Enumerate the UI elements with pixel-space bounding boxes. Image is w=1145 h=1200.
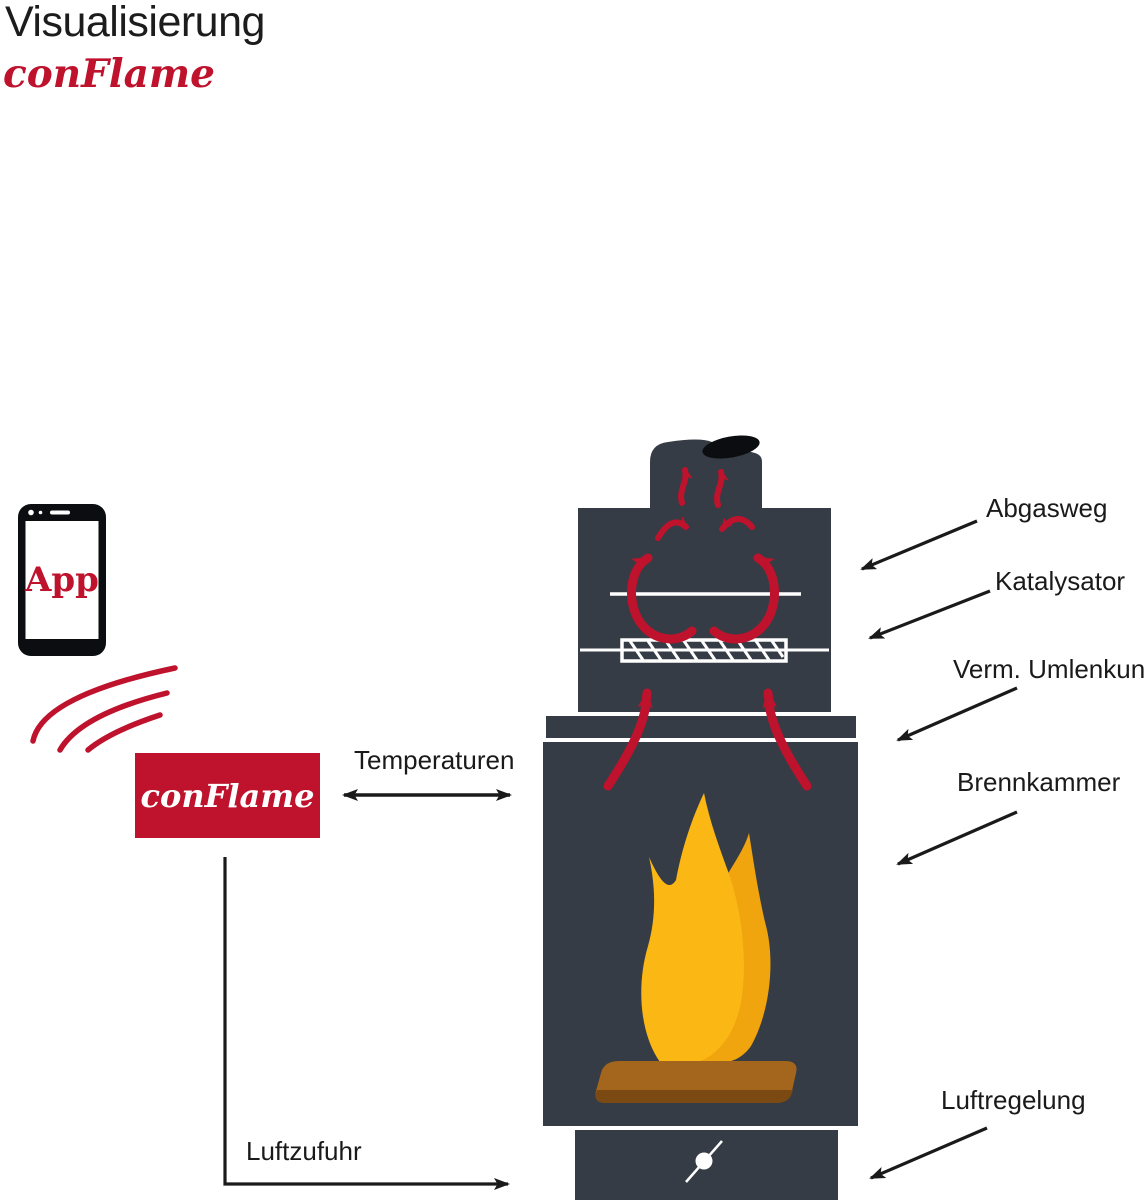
flue-up-arrow-left — [678, 467, 693, 506]
brand-logo: conFlame — [3, 51, 215, 97]
label-luftregelung: Luftregelung — [941, 1085, 1086, 1115]
air-supply-label: Luftzufuhr — [246, 1136, 362, 1166]
temperatures-label: Temperaturen — [354, 745, 515, 775]
katalysator-pointer-arrow — [868, 589, 991, 640]
wood-tray — [595, 1061, 797, 1103]
abgasweg-pointer-arrow — [860, 519, 978, 571]
label-katalysator: Katalysator — [995, 566, 1126, 596]
air-supply-arrow — [223, 857, 510, 1190]
brennkammer-pointer-arrow — [896, 810, 1018, 866]
flue-pipe — [650, 439, 762, 516]
circulation-arrow-right — [709, 553, 779, 644]
flue-up-arrow-right — [714, 469, 729, 508]
air-damper-valve-icon — [685, 1140, 723, 1183]
wireless-signal-icon — [30, 665, 178, 753]
chamber-rim — [546, 716, 856, 738]
riser-arrow-left — [603, 688, 653, 791]
label-verm-umlenkung: Verm. Umlenkung — [953, 654, 1145, 684]
label-brennkammer: Brennkammer — [957, 767, 1121, 797]
conflame-controller: conFlame — [135, 753, 320, 838]
label-abgasweg: Abgasweg — [986, 493, 1108, 523]
upper-chamber — [578, 508, 831, 712]
phone-app-label: App — [25, 560, 99, 600]
connector-arrows — [223, 519, 1018, 1190]
conflame-controller-label: conFlame — [140, 776, 315, 815]
converge-arrow-right — [719, 516, 755, 532]
stove — [543, 435, 858, 1200]
catalyst-hatched-bar-icon — [620, 638, 788, 663]
flue-gas-arrows — [603, 467, 812, 791]
umlenkung-pointer-arrow — [896, 686, 1018, 742]
luftregelung-pointer-arrow — [869, 1126, 988, 1180]
flame-icon — [641, 793, 771, 1062]
converge-arrow-left — [655, 516, 689, 541]
smartphone-icon — [18, 504, 106, 656]
riser-arrow-right — [762, 688, 812, 791]
flue-opening — [702, 435, 760, 459]
circulation-arrow-left — [627, 553, 697, 644]
page-title: Visualisierung — [5, 0, 265, 46]
